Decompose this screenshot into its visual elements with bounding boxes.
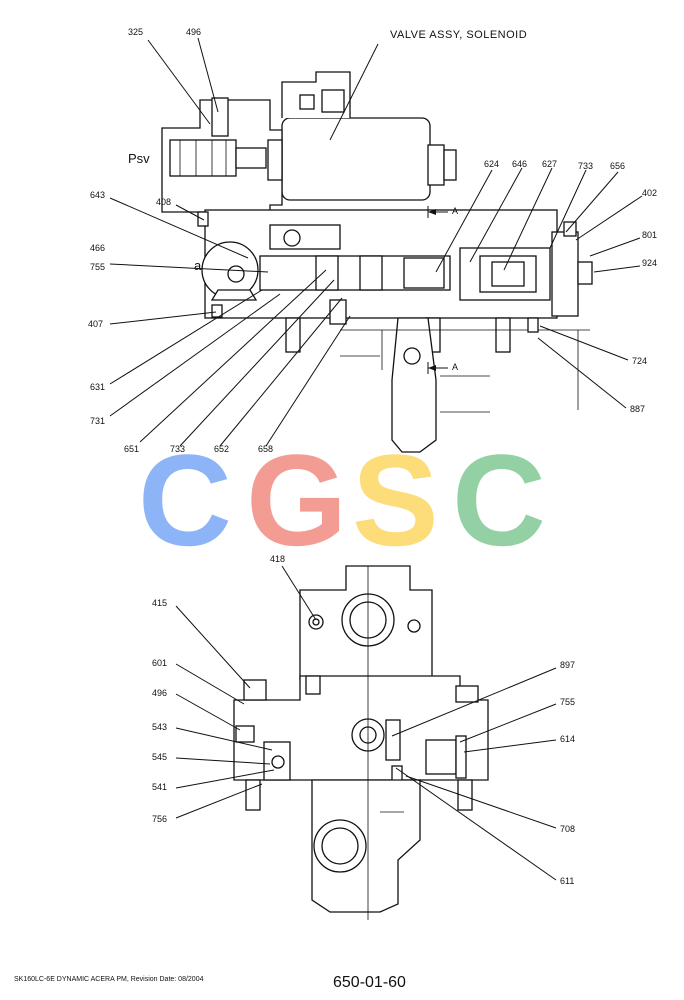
- callout-755-bottom: 755: [560, 697, 575, 707]
- callout-631: 631: [90, 382, 105, 392]
- callout-466: 466: [90, 243, 105, 253]
- callout-897: 897: [560, 660, 575, 670]
- callout-543: 543: [152, 722, 167, 732]
- watermark-letter-s: S: [352, 427, 439, 573]
- callout-601: 601: [152, 658, 167, 668]
- diagram-title: VALVE ASSY, SOLENOID: [390, 29, 527, 41]
- callout-643: 643: [90, 190, 105, 200]
- callout-611: 611: [560, 876, 574, 886]
- callout-418: 418: [270, 554, 285, 564]
- callout-731: 731: [90, 416, 105, 426]
- callout-733-bottom: 733: [170, 444, 185, 454]
- watermark-logo: C G S C: [138, 427, 546, 573]
- callout-541: 541: [152, 782, 167, 792]
- watermark-letter-c2: C: [452, 427, 546, 573]
- footer-page-number: 650-01-60: [333, 974, 406, 991]
- callout-627: 627: [542, 159, 557, 169]
- callout-402: 402: [642, 188, 657, 198]
- callout-407: 407: [88, 319, 103, 329]
- psv-port-label: Psv: [128, 151, 150, 166]
- watermark-letter-c1: C: [138, 427, 232, 573]
- callout-408: 408: [156, 197, 171, 207]
- callout-733: 733: [578, 161, 593, 171]
- callout-496-top: 496: [186, 27, 201, 37]
- detail-point-label: a: [194, 258, 202, 273]
- callout-614: 614: [560, 734, 575, 744]
- top-assembly-drawing: [161, 71, 593, 453]
- callout-658: 658: [258, 444, 273, 454]
- callout-545: 545: [152, 752, 167, 762]
- watermark-letter-g: G: [246, 427, 347, 573]
- callout-496-bottom: 496: [152, 688, 167, 698]
- callout-651: 651: [124, 444, 139, 454]
- callout-646: 646: [512, 159, 527, 169]
- footer-model-line: SK160LC-6E DYNAMIC ACERA PM, Revision Da…: [14, 976, 204, 983]
- callout-924: 924: [642, 258, 657, 268]
- callout-708: 708: [560, 824, 575, 834]
- section-mark-upper: A: [452, 206, 458, 216]
- callout-756: 756: [152, 814, 167, 824]
- callout-652: 652: [214, 444, 229, 454]
- callout-325: 325: [128, 27, 143, 37]
- section-mark-lower: A: [452, 362, 458, 372]
- callout-724: 724: [632, 356, 647, 366]
- leader-lines: [109, 37, 643, 881]
- callout-624: 624: [484, 159, 499, 169]
- callout-755-top: 755: [90, 262, 105, 272]
- callout-415: 415: [152, 598, 167, 608]
- callout-887: 887: [630, 404, 645, 414]
- callout-801: 801: [642, 230, 657, 240]
- bottom-assembly-drawing: [233, 565, 489, 920]
- callout-656: 656: [610, 161, 625, 171]
